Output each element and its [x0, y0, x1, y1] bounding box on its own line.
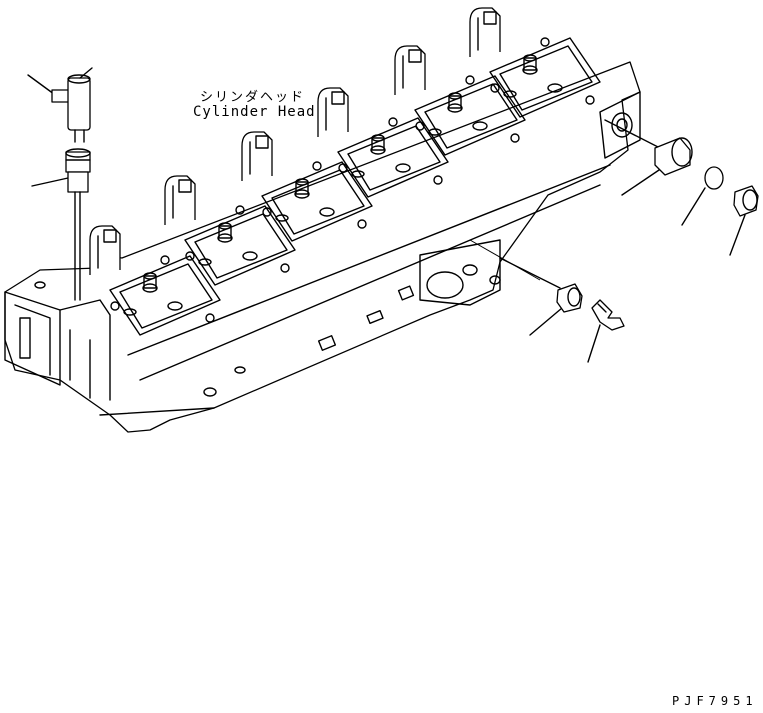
- small-plug: [729, 185, 759, 256]
- cylinder-compartment: [184, 205, 296, 286]
- temperature-sensor: [587, 299, 625, 363]
- cylinder-compartment: [261, 161, 373, 242]
- cylinder-compartment: [109, 255, 221, 336]
- tee-fitting: [27, 67, 93, 143]
- rocker-pedestal: [241, 131, 273, 181]
- sensor-fitting: [499, 257, 583, 336]
- large-plug: [604, 119, 693, 196]
- title-japanese: シリンダヘッド: [200, 90, 306, 105]
- leader-line: [469, 239, 541, 281]
- cylinder-compartment: [489, 37, 601, 118]
- rocker-pedestal: [317, 87, 349, 137]
- cylinder-compartment: [414, 75, 526, 156]
- rocker-pedestals: [89, 7, 501, 275]
- cylinder-compartment: [337, 117, 449, 198]
- hex-connector: [31, 148, 91, 301]
- rocker-pedestal: [394, 45, 426, 95]
- drawing-code: PJF7951: [672, 694, 758, 708]
- rocker-pedestal: [164, 175, 196, 225]
- title-english: Cylinder Head: [193, 104, 316, 120]
- cylinder-compartments: [109, 37, 601, 336]
- rocker-pedestal: [89, 225, 121, 275]
- gasket-washer: [681, 166, 724, 226]
- rocker-pedestal: [469, 7, 501, 57]
